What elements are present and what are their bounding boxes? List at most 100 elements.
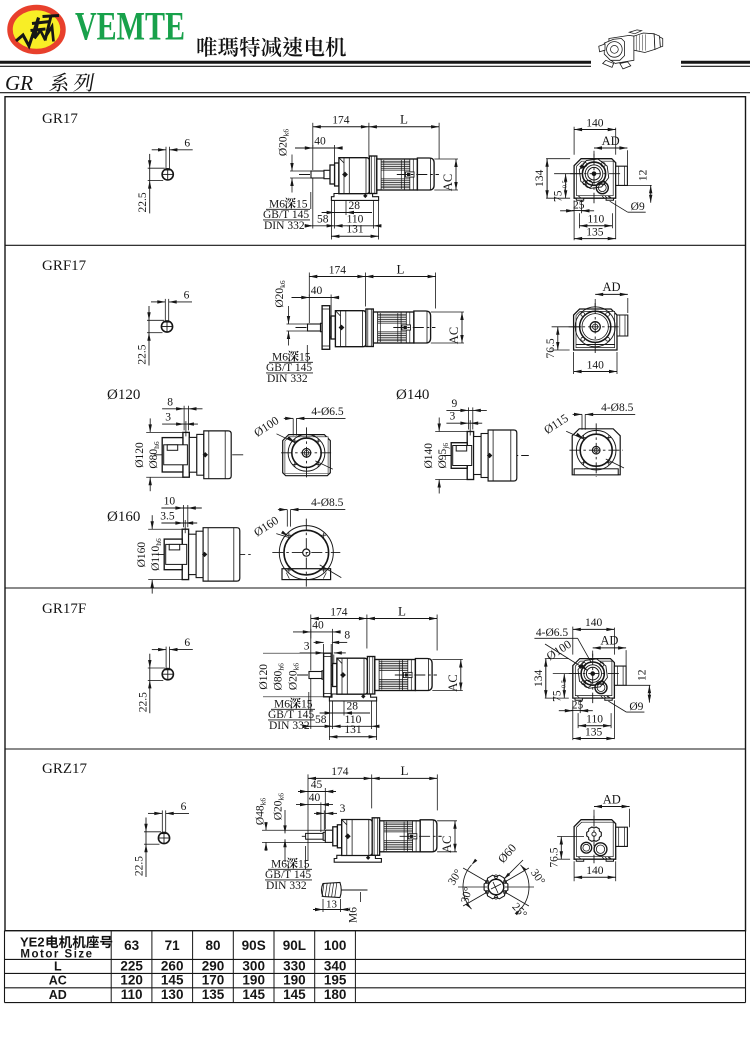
svg-text:3: 3 <box>304 641 310 653</box>
svg-text:174: 174 <box>331 766 349 778</box>
svg-text:Ø95j6: Ø95j6 <box>437 443 450 469</box>
svg-text:Ø140: Ø140 <box>423 443 435 469</box>
svg-text:174: 174 <box>330 606 348 618</box>
svg-text:Ø80h6: Ø80h6 <box>272 663 285 691</box>
svg-text:22.5: 22.5 <box>137 692 149 712</box>
svg-text:Ø160: Ø160 <box>136 542 148 568</box>
svg-text:-0.5: -0.5 <box>560 680 567 690</box>
svg-text:4-Ø8.5: 4-Ø8.5 <box>311 497 344 509</box>
svg-text:Ø9: Ø9 <box>629 701 643 713</box>
svg-text:6: 6 <box>181 801 187 813</box>
svg-text:145: 145 <box>242 987 265 1002</box>
svg-text:15: 15 <box>301 699 313 711</box>
svg-text:DIN 332: DIN 332 <box>269 720 310 732</box>
svg-text:40: 40 <box>314 136 326 148</box>
svg-text:AD: AD <box>49 988 67 1002</box>
svg-text:Ø20k6: Ø20k6 <box>287 663 300 691</box>
svg-text:110: 110 <box>121 987 143 1002</box>
svg-text:GR17: GR17 <box>42 111 78 127</box>
svg-text:100: 100 <box>324 938 347 953</box>
svg-text:134: 134 <box>534 170 546 188</box>
svg-text:45: 45 <box>311 779 323 791</box>
svg-text:30°: 30° <box>459 886 475 905</box>
svg-text:190: 190 <box>242 972 265 987</box>
svg-text:YE2: YE2 <box>20 935 45 950</box>
svg-text:DIN 332: DIN 332 <box>266 880 307 892</box>
svg-text:GR17F: GR17F <box>42 601 86 617</box>
svg-text:3: 3 <box>165 412 171 424</box>
svg-text:300: 300 <box>242 958 265 973</box>
svg-text:L: L <box>400 112 408 127</box>
svg-text:15: 15 <box>299 352 311 364</box>
svg-text:12: 12 <box>636 669 648 681</box>
svg-text:22.5: 22.5 <box>137 192 149 212</box>
svg-text:AD: AD <box>600 634 618 648</box>
svg-text:M6: M6 <box>348 907 360 923</box>
svg-text:180: 180 <box>324 987 347 1002</box>
svg-text:25: 25 <box>573 200 585 212</box>
svg-text:L: L <box>54 959 62 973</box>
svg-text:M6: M6 <box>269 199 285 211</box>
svg-text:AD: AD <box>603 792 621 806</box>
svg-text:76.5: 76.5 <box>549 847 561 867</box>
svg-text:330: 330 <box>283 958 306 973</box>
svg-text:GRF17: GRF17 <box>42 258 87 274</box>
svg-text:225: 225 <box>120 958 143 973</box>
svg-text:AC: AC <box>446 674 460 691</box>
svg-text:260: 260 <box>161 958 184 973</box>
svg-text:40: 40 <box>312 619 324 631</box>
svg-text:GB/T 145: GB/T 145 <box>263 209 309 221</box>
svg-text:110: 110 <box>586 714 603 726</box>
svg-text:134: 134 <box>533 670 545 688</box>
svg-text:22.5: 22.5 <box>134 856 146 876</box>
svg-text:AD: AD <box>602 134 620 148</box>
svg-text:DIN 332: DIN 332 <box>267 373 308 385</box>
svg-text:AC: AC <box>441 174 455 191</box>
svg-text:Ø120: Ø120 <box>258 664 270 690</box>
svg-text:M6: M6 <box>274 699 290 711</box>
svg-text:Ø20k6: Ø20k6 <box>278 129 291 157</box>
svg-text:110: 110 <box>587 214 604 226</box>
svg-text:GB/T 145: GB/T 145 <box>266 362 312 374</box>
svg-text:VEMTE: VEMTE <box>75 4 185 49</box>
svg-text:340: 340 <box>324 958 347 973</box>
svg-text:3: 3 <box>340 803 346 815</box>
svg-text:110: 110 <box>347 213 364 225</box>
svg-text:GRZ17: GRZ17 <box>42 761 88 777</box>
svg-text:80: 80 <box>205 938 220 953</box>
svg-text:4-Ø8.5: 4-Ø8.5 <box>601 402 634 414</box>
svg-text:110: 110 <box>345 714 362 726</box>
svg-text:58: 58 <box>315 714 327 726</box>
svg-text:131: 131 <box>344 724 362 736</box>
svg-text:13: 13 <box>326 899 338 911</box>
svg-text:GB/T 145: GB/T 145 <box>268 709 314 721</box>
svg-text:40: 40 <box>309 792 321 804</box>
svg-text:28: 28 <box>349 200 361 212</box>
svg-text:120: 120 <box>120 972 143 987</box>
svg-text:71: 71 <box>165 938 181 953</box>
svg-text:10: 10 <box>164 496 176 508</box>
svg-text:DIN 332: DIN 332 <box>264 220 305 232</box>
svg-text:140: 140 <box>586 865 604 877</box>
svg-text:GR: GR <box>5 71 33 95</box>
svg-text:135: 135 <box>586 226 604 238</box>
svg-text:63: 63 <box>124 938 140 953</box>
svg-text:Ø120: Ø120 <box>134 442 146 468</box>
svg-text:3.5: 3.5 <box>160 511 175 523</box>
svg-text:Ø20k6: Ø20k6 <box>272 793 285 821</box>
svg-text:135: 135 <box>202 987 225 1002</box>
svg-text:75: 75 <box>553 190 565 202</box>
svg-text:25: 25 <box>572 700 584 712</box>
svg-text:170: 170 <box>202 972 225 987</box>
svg-text:L: L <box>397 261 405 276</box>
svg-text:Motor Size: Motor Size <box>20 948 93 960</box>
svg-text:90S: 90S <box>242 938 266 953</box>
svg-text:Ø80h6: Ø80h6 <box>148 441 161 469</box>
svg-text:15: 15 <box>296 199 308 211</box>
svg-text:AC: AC <box>447 327 461 344</box>
svg-text:Ø110h6: Ø110h6 <box>150 538 163 571</box>
svg-text:Ø48k6: Ø48k6 <box>254 798 267 826</box>
svg-text:L: L <box>401 763 409 778</box>
svg-text:131: 131 <box>346 224 364 236</box>
svg-text:190: 190 <box>283 972 306 987</box>
